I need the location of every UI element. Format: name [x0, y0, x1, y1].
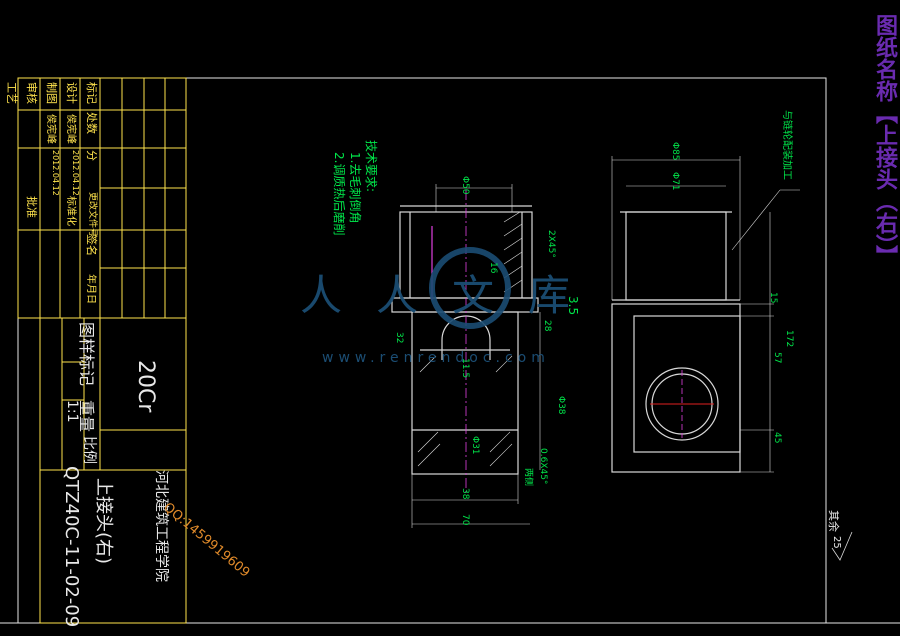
dim-r32: 32 [394, 332, 404, 344]
dim-l38: 38 [460, 488, 470, 500]
tb-biaozhunhua: 标准化 [65, 196, 76, 226]
roughness-rest: 其余 [827, 510, 840, 532]
tb-gaiwenjian: 更改文件号 [87, 192, 97, 238]
tb-designer: 侯宪峰 [65, 114, 76, 144]
tb-pizhun: 批准 [25, 196, 38, 218]
tech-req-item1: 1.去毛刺倒角 [348, 152, 362, 224]
dim-d50: Φ50 [460, 176, 470, 195]
dim-l57: 57 [772, 352, 782, 364]
roughness-symbol-icon [831, 531, 853, 561]
tb-fenqu: 分 [85, 150, 98, 161]
dim-d85: Φ85 [670, 142, 680, 161]
dim-l70: 70 [460, 514, 470, 526]
tb-drawer: 侯宪峰 [45, 114, 56, 144]
watermark-url: www.renrendoc.com [322, 350, 550, 366]
dim-l45: 45 [772, 432, 782, 444]
dim-d71: Φ71 [670, 172, 680, 191]
parts-table [39, 317, 187, 624]
part-name: 上接头(右) [93, 478, 114, 565]
roughness-rest-value: 25 [831, 536, 842, 549]
front-view [391, 205, 539, 475]
revision-table [17, 77, 187, 319]
dim-d38: Φ38 [556, 396, 566, 415]
tb-chushu: 处数 [85, 112, 98, 134]
scale-value: 1:1 [64, 400, 80, 423]
dim-both: 两侧 [523, 468, 533, 487]
weld-note: 与链轮配装加工 [781, 110, 792, 180]
tb-gongyi: 工艺 [5, 82, 18, 104]
tb-qianming: 签名 [85, 234, 98, 256]
tb-date2: 2012.04.12 [51, 150, 60, 196]
tb-bili: 比例 [81, 436, 97, 464]
drawing-number: QTZ40C-11-02-09 [61, 466, 82, 628]
tech-req-heading: 技术要求: [364, 140, 378, 193]
dim-c06: 0.6X45° [538, 448, 548, 485]
tb-shenhe: 审核 [25, 82, 38, 104]
tb-nianyueri: 年月日 [85, 274, 96, 304]
drawing-title: 图纸名称【上接头（右）】 [872, 14, 898, 267]
tb-biaoji: 标记 [85, 82, 98, 104]
tech-req-item2: 2.调质热后磨削 [332, 152, 346, 236]
front-dimension-lines [411, 184, 541, 528]
material: 20Cr [133, 360, 158, 413]
dim-chamfer2: 2X45° [546, 230, 556, 258]
tb-sheji: 设计 [65, 82, 78, 104]
side-dimension-lines [611, 156, 800, 473]
dim-l15: 15 [768, 292, 778, 304]
tb-date1: 2012.04.12 [71, 150, 80, 196]
watermark-logo: 人人文库 [300, 271, 605, 320]
dim-l172: 172 [784, 330, 794, 348]
tb-tubiao: 图样标记 [77, 322, 96, 387]
dim-d31: Φ31 [470, 436, 480, 455]
school-name: 河北建筑工程学院 [153, 470, 169, 582]
side-view [611, 211, 741, 473]
tb-zhitu: 制图 [45, 82, 58, 104]
watermark-ring [429, 247, 511, 329]
